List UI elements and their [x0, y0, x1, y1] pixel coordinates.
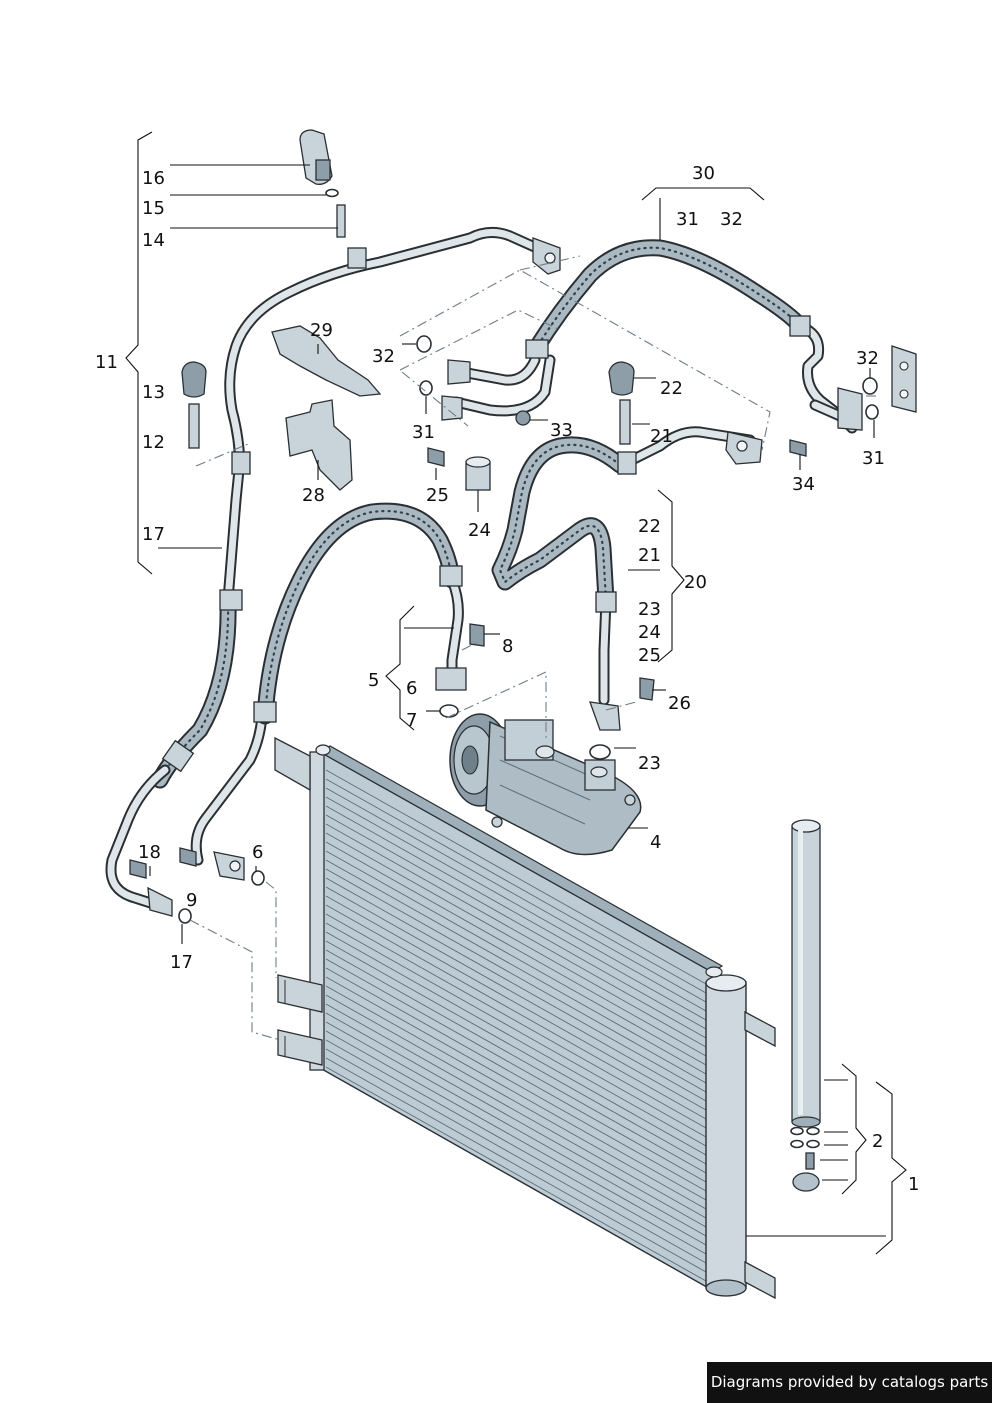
- callout-14: 14: [142, 230, 165, 251]
- line-5-discharge-hose: [190, 502, 467, 881]
- callout-21: 21: [650, 426, 673, 447]
- callout-6: 6: [406, 678, 417, 699]
- callout-2: 2: [872, 1131, 883, 1152]
- callout-22: 22: [638, 516, 661, 537]
- callout-12: 12: [142, 432, 165, 453]
- callout-6: 6: [252, 842, 263, 863]
- callout-32: 32: [720, 209, 743, 230]
- callout-31: 31: [676, 209, 699, 230]
- callout-25: 25: [426, 485, 449, 506]
- callout-31: 31: [862, 448, 885, 469]
- line-11-suction-pipe: [105, 227, 561, 917]
- credit-banner: Diagrams provided by catalogs parts: [707, 1362, 992, 1403]
- callout-8: 8: [502, 636, 513, 657]
- callout-33: 33: [550, 420, 573, 441]
- callout-28: 28: [302, 485, 325, 506]
- callout-15: 15: [142, 198, 165, 219]
- callout-23: 23: [638, 599, 661, 620]
- leader-lines: [125, 131, 907, 1255]
- callout-labels: 1 2 4 5 6 6 7 8 9 11 12 13 14 15 16 17 1…: [95, 163, 919, 1195]
- callout-16: 16: [142, 168, 165, 189]
- callout-34: 34: [792, 474, 815, 495]
- callout-5: 5: [368, 670, 379, 691]
- callout-4: 4: [650, 832, 661, 853]
- small-parts: [129, 129, 879, 924]
- callout-26: 26: [668, 693, 691, 714]
- callout-23: 23: [638, 753, 661, 774]
- callout-17: 17: [142, 524, 165, 545]
- line-30-hose: [441, 239, 917, 434]
- callout-22: 22: [660, 378, 683, 399]
- callout-21: 21: [638, 545, 661, 566]
- callout-9: 9: [186, 890, 197, 911]
- callout-20: 20: [684, 572, 707, 593]
- callout-32: 32: [372, 346, 395, 367]
- callout-13: 13: [142, 382, 165, 403]
- condenser: [274, 736, 776, 1300]
- callout-1: 1: [908, 1174, 919, 1195]
- compressor: [449, 713, 642, 856]
- callout-29: 29: [310, 320, 333, 341]
- receiver-drier-cartridge: [790, 819, 821, 1192]
- line-20-pressure-hose: [491, 426, 763, 731]
- callout-25: 25: [638, 645, 661, 666]
- callout-30: 30: [692, 163, 715, 184]
- callout-18: 18: [138, 842, 161, 863]
- callout-32: 32: [856, 348, 879, 369]
- connection-guide-lines: [189, 255, 880, 1041]
- callout-17: 17: [170, 952, 193, 973]
- callout-7: 7: [406, 710, 417, 731]
- callout-24: 24: [638, 622, 661, 643]
- callout-11: 11: [95, 352, 118, 373]
- callout-31: 31: [412, 422, 435, 443]
- callout-24: 24: [468, 520, 491, 541]
